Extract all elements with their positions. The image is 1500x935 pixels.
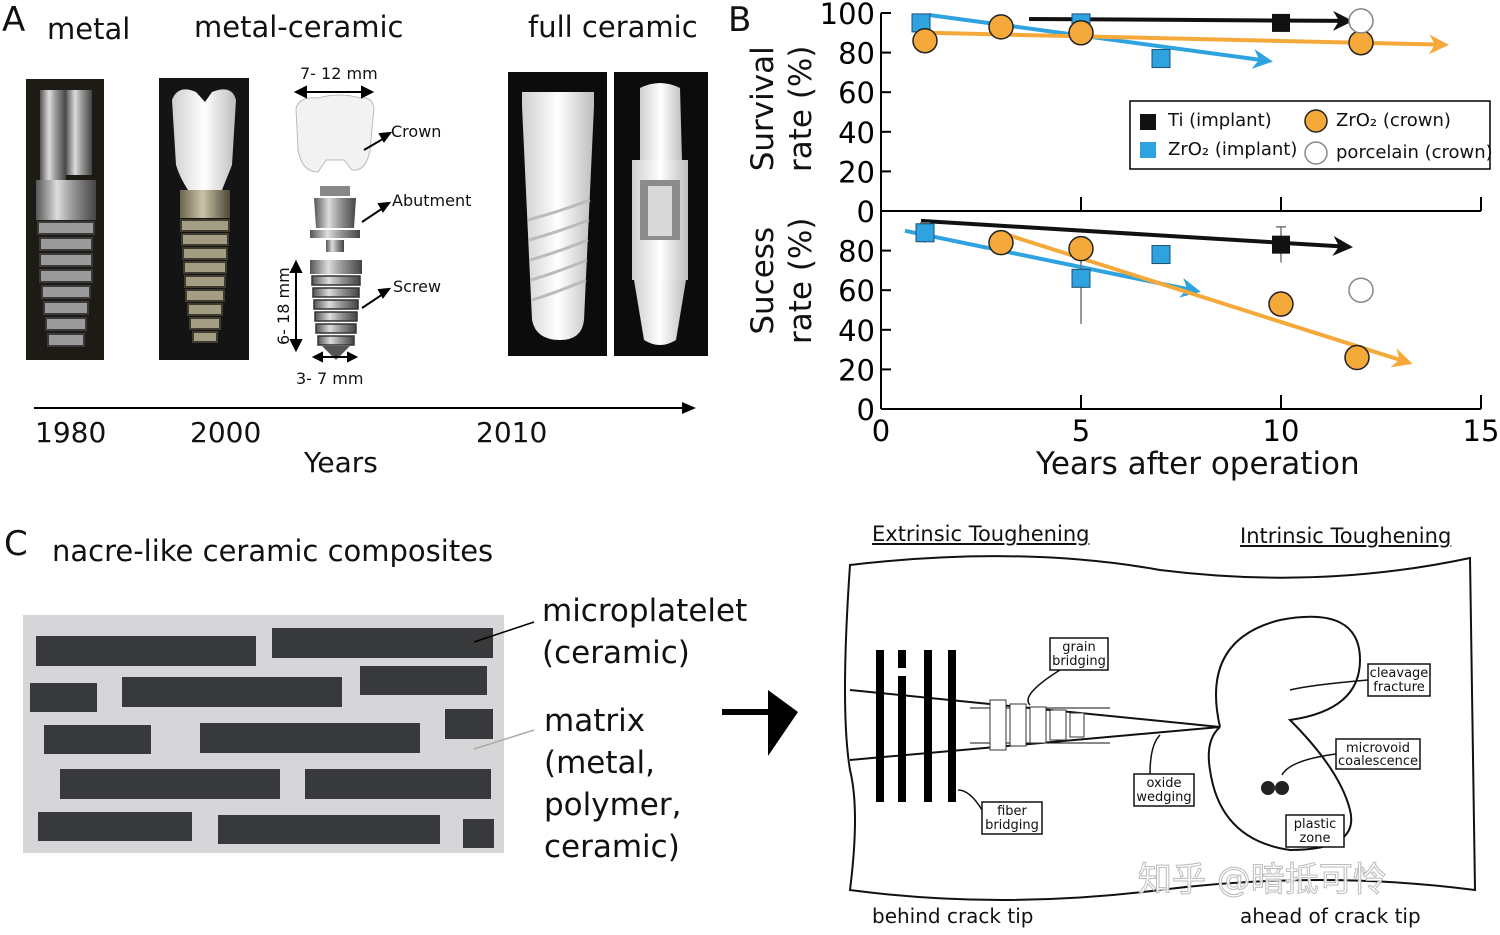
chart1-xtick-label: 15 — [1463, 414, 1500, 448]
chart0-ytick-label: 60 — [838, 76, 875, 110]
box-fiber-l1: fiber — [997, 804, 1027, 819]
legend-marker-1 — [1140, 142, 1156, 158]
implant-exploded-diagram — [289, 85, 393, 363]
chart1-ytick-label: 0 — [857, 393, 875, 427]
timeline-arrow — [34, 402, 696, 414]
legend-marker-2 — [1304, 109, 1328, 133]
chart0-ytick-label: 80 — [838, 37, 875, 71]
legend-marker-0 — [1140, 114, 1156, 130]
box-grain-bridging-l2: bridging — [1052, 654, 1106, 669]
crown-label: Crown — [391, 122, 442, 141]
chart0-ytick-label: 20 — [838, 155, 875, 189]
year-2000: 2000 — [190, 416, 262, 449]
toughening-mechanisms-diagram: grain bridging cleavage fracture microvo… — [844, 555, 1477, 901]
box-oxide-l2: wedging — [1136, 790, 1191, 805]
full-ceramic-implant-image-2 — [614, 72, 708, 356]
panel-c-title: nacre-like ceramic composites — [52, 534, 494, 568]
chart1-series2-point — [1344, 344, 1370, 371]
legend-label-zro2-implant: ZrO₂ (implant) — [1168, 139, 1298, 160]
chart1-series3-point — [1348, 277, 1374, 303]
chart1-ytick-label: 20 — [838, 353, 875, 387]
header-metal-ceramic: metal-ceramic — [194, 10, 404, 44]
legend-marker-3 — [1304, 141, 1328, 165]
chart0-series2-point — [912, 27, 938, 54]
box-grain-bridging-l1: grain — [1062, 640, 1095, 655]
behind-crack-tip-label: behind crack tip — [872, 904, 1034, 928]
microplatelet-label: microplatelet(ceramic) — [542, 593, 748, 671]
intrinsic-toughening-label: Intrinsic Toughening — [1240, 524, 1452, 548]
chart1-ytick-label: 60 — [838, 274, 875, 308]
screw-label: Screw — [393, 277, 442, 296]
header-full-ceramic: full ceramic — [528, 10, 698, 44]
watermark: 知乎 @暗抵可怜 — [1138, 860, 1388, 901]
chart0-series1-point — [1151, 49, 1171, 69]
panel-c-letter: C — [4, 524, 28, 564]
chart1-series1-point — [915, 223, 935, 243]
box-cleavage-l1: cleavage — [1370, 666, 1429, 681]
chart1-series1-point — [1151, 245, 1171, 265]
x-axis-label: Years after operation — [1036, 446, 1360, 482]
chart1-ytick-label: 40 — [838, 314, 875, 348]
timeline-years-label: Years — [304, 446, 378, 479]
metal-implant-image — [26, 79, 104, 360]
chart1-series2-point — [988, 229, 1014, 256]
year-2010: 2010 — [476, 416, 548, 449]
matrix-label: matrix(metal, polymer,ceramic) — [544, 703, 682, 865]
chart1-xtick-label: 10 — [1263, 414, 1300, 448]
chart1-series0-point — [1272, 235, 1290, 254]
chart0-ytick-label: 100 — [820, 0, 875, 31]
box-oxide-l1: oxide — [1146, 776, 1181, 791]
full-ceramic-implant-image-1 — [508, 72, 607, 356]
header-metal: metal — [47, 12, 131, 46]
legend-label-zro2-crown: ZrO₂ (crown) — [1336, 110, 1451, 131]
panel-a-letter: A — [2, 0, 26, 40]
box-fiber-l2: bridging — [985, 818, 1039, 833]
chart0-series2-point — [1348, 29, 1374, 56]
ahead-crack-tip-label: ahead of crack tip — [1240, 904, 1421, 928]
extrinsic-toughening-label: Extrinsic Toughening — [872, 522, 1090, 546]
box-microvoid-l2: coalescence — [1338, 754, 1418, 769]
chart0-ytick-label: 40 — [838, 116, 875, 150]
nacre-structure-diagram — [23, 615, 798, 853]
legend-label-porcelain-crown: porcelain (crown) — [1336, 142, 1493, 163]
box-plastic-l1: plastic — [1294, 817, 1336, 832]
chart1-series2-trend-arrow — [1000, 230, 1413, 368]
panel-b-letter: B — [728, 0, 752, 40]
box-cleavage-l2: fracture — [1373, 680, 1424, 695]
chart1-series1-point — [1071, 268, 1091, 288]
chart1-xtick-label: 5 — [1072, 414, 1090, 448]
panel-a-illustrations — [26, 72, 708, 414]
chart0-ytick-label: 0 — [857, 195, 875, 229]
chart0-series2-point — [1068, 20, 1094, 46]
year-1980: 1980 — [35, 416, 107, 449]
chart1-xtick-label: 0 — [872, 414, 890, 448]
crown-width-label: 7- 12 mm — [300, 64, 378, 83]
chart1-series2-point — [1268, 291, 1294, 317]
chart0-series0-point — [1272, 13, 1290, 32]
chart0-series3-point — [1348, 8, 1374, 34]
box-plastic-l2: zone — [1299, 831, 1330, 846]
survival-success-charts: 0 20 40 60 80 100 0 20 40 60 80 0 5 10 15 — [820, 0, 1500, 448]
screw-diameter-label: 3- 7 mm — [296, 369, 364, 388]
box-microvoid-l1: microvoid — [1346, 741, 1410, 756]
chart1-series2-point — [1068, 235, 1094, 262]
chart0-series2-point — [988, 14, 1014, 40]
metal-ceramic-implant-image — [159, 78, 249, 360]
legend-label-ti-implant: Ti (implant) — [1168, 110, 1272, 131]
abutment-label: Abutment — [392, 191, 472, 210]
chart1-ytick-label: 80 — [838, 235, 875, 269]
